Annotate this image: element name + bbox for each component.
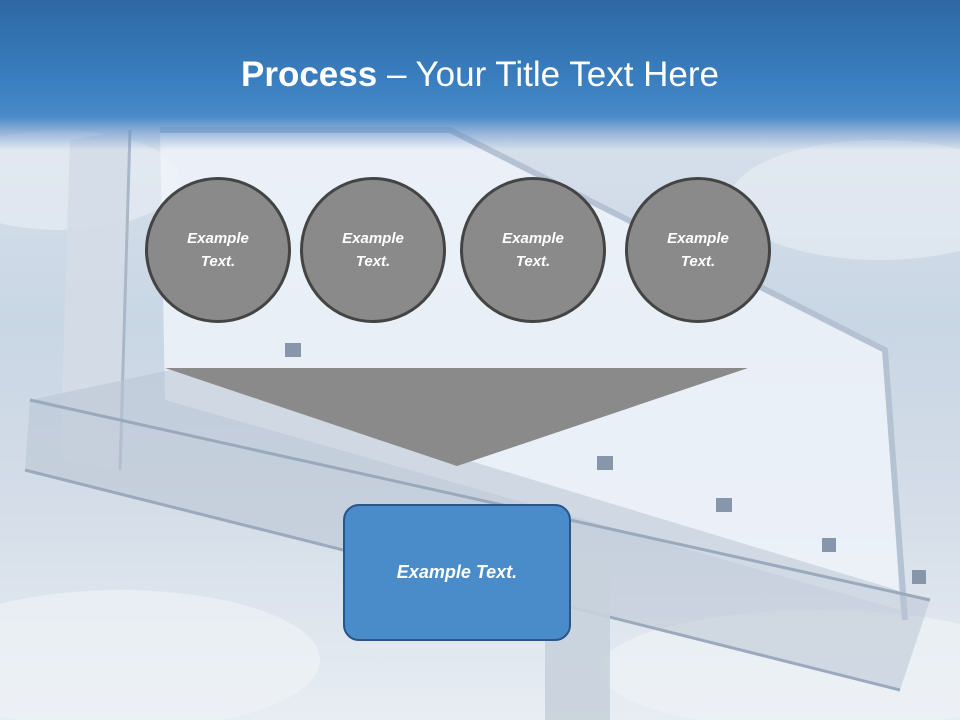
slide-title: Process – Your Title Text Here xyxy=(0,52,960,98)
result-label: Example Text. xyxy=(396,562,518,582)
step-label-2: Example Text. xyxy=(342,230,404,270)
title-rest: – Your Title Text Here xyxy=(377,55,719,94)
result-box[interactable]: Example Text. xyxy=(343,504,571,641)
step-circle-4[interactable]: Example Text. xyxy=(625,177,771,323)
step-label-1: Example Text. xyxy=(187,230,249,270)
step-circle-3[interactable]: Example Text. xyxy=(460,177,606,323)
step-circle-2[interactable]: Example Text. xyxy=(300,177,446,323)
step-label-3: Example Text. xyxy=(502,230,564,270)
step-label-4: Example Text. xyxy=(667,230,729,270)
step-circle-1[interactable]: Example Text. xyxy=(145,177,291,323)
title-bold: Process xyxy=(241,55,378,94)
title-bar xyxy=(0,0,960,150)
